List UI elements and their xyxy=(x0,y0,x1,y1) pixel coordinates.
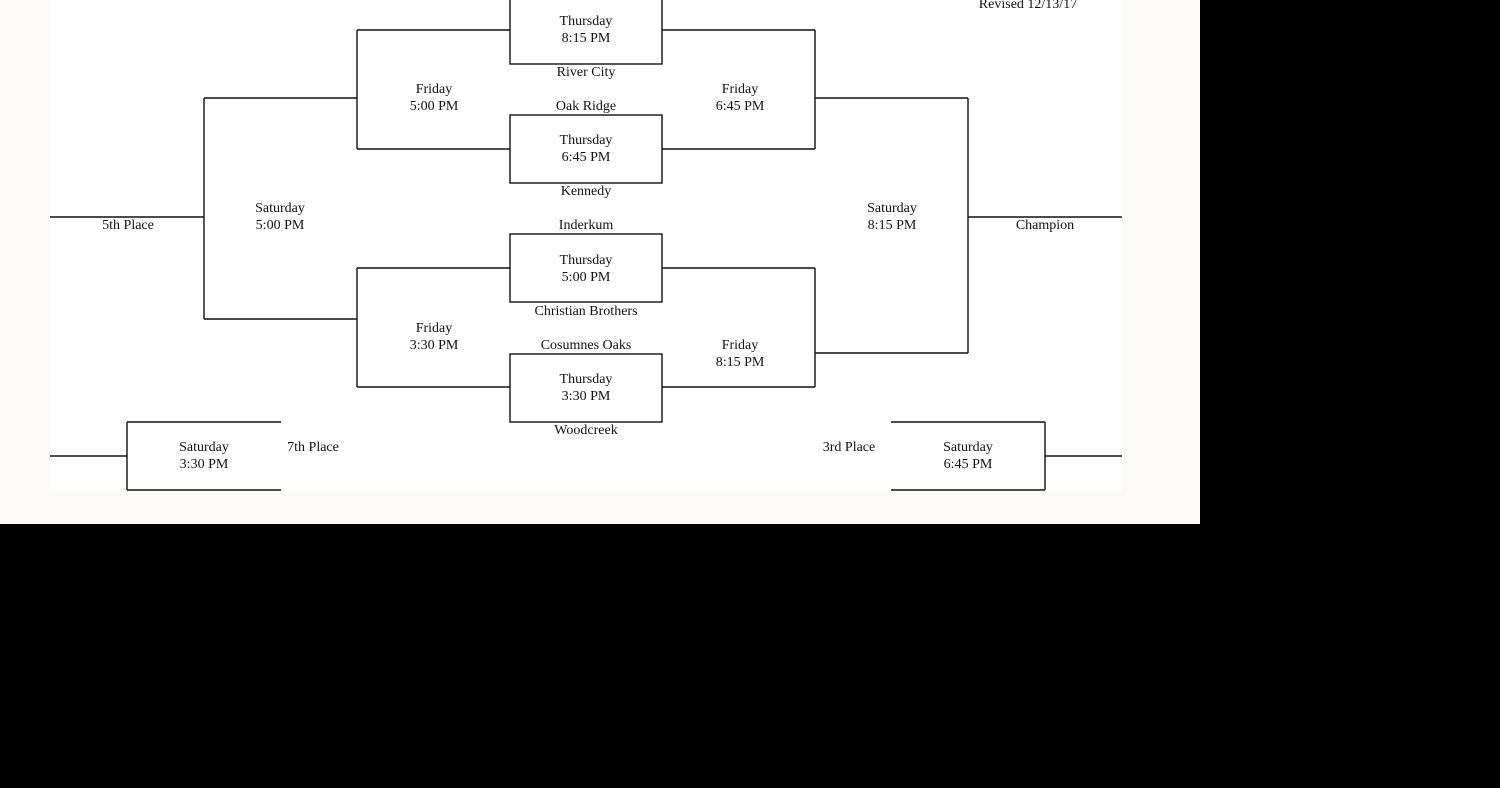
game-day: Thursday xyxy=(559,133,613,148)
game-time: 8:15 PM xyxy=(561,31,611,46)
game-time: 3:30 PM xyxy=(561,389,611,404)
bracket-sheet: Revised 12/13/17 River City Oak Ridge Ke… xyxy=(0,0,1200,524)
revised-date: Revised 12/13/17 xyxy=(978,0,1078,12)
game-day: Saturday xyxy=(179,440,229,455)
team-kennedy: Kennedy xyxy=(560,184,612,199)
game-day: Friday xyxy=(415,321,453,336)
place-fifth: 5th Place xyxy=(102,218,154,233)
team-cosumnes-oaks: Cosumnes Oaks xyxy=(540,338,632,353)
game-sat-645: Saturday 6:45 PM xyxy=(943,439,993,473)
game-box-thu-330 xyxy=(509,353,663,423)
game-thu-500: Thursday 5:00 PM xyxy=(560,252,613,286)
game-time: 8:15 PM xyxy=(715,355,765,370)
game-day: Saturday xyxy=(867,201,917,216)
game-time: 6:45 PM xyxy=(561,150,611,165)
game-time: 8:15 PM xyxy=(867,218,917,233)
game-day: Friday xyxy=(415,82,453,97)
team-inderkum: Inderkum xyxy=(558,218,614,233)
game-day: Friday xyxy=(721,338,759,353)
game-day: Thursday xyxy=(559,372,613,387)
bracket-lines xyxy=(50,0,1122,491)
game-fri-645: Friday 6:45 PM xyxy=(716,81,765,115)
game-thu-645: Thursday 6:45 PM xyxy=(560,132,613,166)
game-time: 6:45 PM xyxy=(943,457,993,472)
place-third: 3rd Place xyxy=(822,440,876,455)
game-day: Saturday xyxy=(255,201,305,216)
game-time: 5:00 PM xyxy=(409,99,459,114)
game-time: 5:00 PM xyxy=(255,218,305,233)
bracket-area xyxy=(50,0,1122,492)
game-day: Saturday xyxy=(943,440,993,455)
game-time: 5:00 PM xyxy=(561,270,611,285)
game-thu-815: Thursday 8:15 PM xyxy=(560,13,613,47)
game-time: 6:45 PM xyxy=(715,99,765,114)
game-sat-815: Saturday 8:15 PM xyxy=(867,200,917,234)
game-sat-500: Saturday 5:00 PM xyxy=(255,200,305,234)
game-thu-330: Thursday 3:30 PM xyxy=(560,371,613,405)
game-sat-330: Saturday 3:30 PM xyxy=(179,439,229,473)
game-time: 3:30 PM xyxy=(409,338,459,353)
game-day: Thursday xyxy=(559,14,613,29)
team-river-city: River City xyxy=(556,65,616,80)
place-champion: Champion xyxy=(1015,218,1075,233)
game-day: Thursday xyxy=(559,253,613,268)
team-oak-ridge: Oak Ridge xyxy=(555,99,617,114)
game-fri-500: Friday 5:00 PM xyxy=(410,81,459,115)
place-seventh: 7th Place xyxy=(287,440,339,455)
team-woodcreek: Woodcreek xyxy=(554,423,618,438)
game-day: Friday xyxy=(721,82,759,97)
team-christian-brothers: Christian Brothers xyxy=(534,304,638,319)
game-time: 3:30 PM xyxy=(179,457,229,472)
game-box-thu-815 xyxy=(509,0,663,65)
game-fri-330: Friday 3:30 PM xyxy=(410,320,459,354)
game-fri-815: Friday 8:15 PM xyxy=(716,337,765,371)
